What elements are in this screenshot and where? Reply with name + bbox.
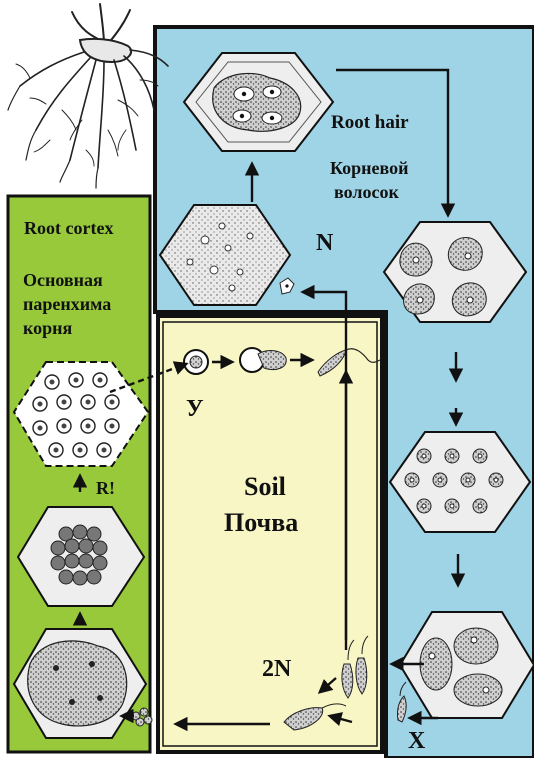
root-cortex-label-ru-3: корня [23, 318, 72, 339]
y-marker: У [186, 396, 204, 424]
soil-label-ru: Почва [224, 508, 298, 538]
soil-label-en: Soil [244, 472, 286, 502]
haploid-marker: N [316, 230, 333, 258]
root-cortex-label-en: Root cortex [24, 218, 113, 239]
x-marker: X [408, 728, 425, 756]
diploid-marker: 2N [262, 656, 291, 684]
soil-resting-spore [184, 350, 208, 374]
root-hair-label-en: Root hair [331, 112, 409, 134]
root-hair-label-ru-1: Корневой [330, 158, 409, 179]
root-cortex-label-ru-1: Основная [23, 270, 103, 291]
root-hair-label-ru-2: волосок [334, 182, 399, 203]
r-marker: R! [96, 478, 115, 499]
root-drawing [8, 4, 168, 188]
root-cortex-label-ru-2: паренхима [23, 294, 111, 315]
